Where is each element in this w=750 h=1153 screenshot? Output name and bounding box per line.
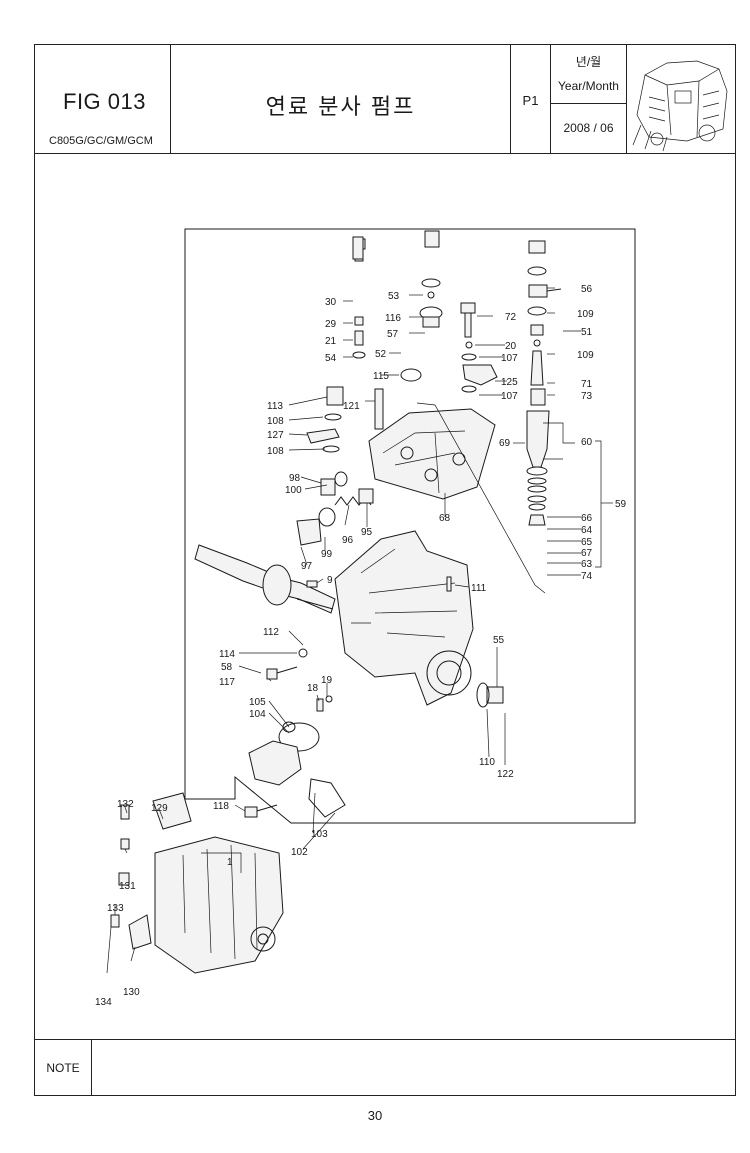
callout-112: 112	[263, 627, 279, 638]
callout-68: 68	[439, 513, 451, 524]
page-frame: FIG 013 C805G/GC/GM/GCM 연료 분사 펌프 P1 년/월 …	[34, 44, 736, 1096]
year-month-cell: 년/월 Year/Month 2008 / 06	[551, 45, 627, 153]
governor-small-parts	[306, 236, 384, 453]
callout-122: 122	[497, 769, 514, 780]
callout-116: 116	[385, 313, 401, 324]
callout-53: 53	[388, 291, 400, 302]
callout-114: 114	[219, 649, 235, 660]
callout-127: 127	[267, 430, 284, 441]
camshaft	[194, 544, 336, 614]
delivery-valve-parts	[526, 240, 562, 526]
callout-96: 96	[342, 535, 354, 546]
callout-labels: 30 29 21 54 53 116 57 52 115 72 20 107 1…	[95, 284, 627, 1008]
callout-107b: 107	[501, 391, 518, 402]
callout-51: 51	[581, 327, 593, 338]
leader-lines	[106, 287, 613, 974]
callout-56: 56	[581, 284, 593, 295]
page-number: 30	[367, 1108, 383, 1123]
callout-130: 130	[123, 987, 140, 998]
year-month-korean: 년/월	[575, 55, 602, 69]
callout-54: 54	[325, 353, 337, 364]
callout-73: 73	[581, 391, 593, 402]
callout-21: 21	[325, 336, 337, 347]
page-tag-cell: P1	[511, 45, 551, 153]
callout-107a: 107	[501, 353, 518, 364]
pump-body	[334, 530, 504, 708]
callout-52: 52	[375, 349, 387, 360]
callout-29: 29	[325, 319, 337, 330]
callout-55: 55	[493, 635, 505, 646]
callout-121: 121	[343, 401, 360, 412]
callout-20: 20	[505, 341, 517, 352]
callout-30: 30	[325, 297, 337, 308]
callout-104: 104	[249, 709, 266, 720]
divider	[551, 103, 626, 104]
callout-129: 129	[151, 803, 168, 814]
page-title: 연료 분사 펌프	[265, 94, 416, 119]
callout-57: 57	[387, 329, 399, 340]
callout-118: 118	[213, 801, 229, 812]
callout-97: 97	[301, 561, 313, 572]
callout-69: 69	[499, 438, 511, 449]
note-row: NOTE	[35, 1039, 735, 1095]
callout-71: 71	[581, 379, 593, 390]
exploded-parts-diagram: 30 29 21 54 53 116 57 52 115 72 20 107 1…	[95, 228, 636, 1008]
callout-72: 72	[505, 312, 517, 323]
callout-105: 105	[249, 697, 266, 708]
callout-1: 1	[227, 857, 233, 868]
page-tag: P1	[522, 93, 539, 108]
callout-108b: 108	[267, 446, 284, 457]
figure-cell: FIG 013 C805G/GC/GM/GCM	[35, 45, 171, 153]
callout-115: 115	[373, 371, 389, 382]
callout-133: 133	[107, 903, 124, 914]
top-fittings	[352, 230, 498, 393]
pump-assembly-small	[110, 792, 284, 974]
diagram-box	[184, 228, 636, 824]
callout-125: 125	[501, 377, 518, 388]
callout-134: 134	[95, 997, 112, 1008]
callout-19: 19	[321, 675, 333, 686]
model-label: C805G/GC/GM/GCM	[49, 135, 153, 147]
callout-117: 117	[219, 677, 235, 688]
callout-63: 63	[581, 559, 593, 570]
callout-108a: 108	[267, 416, 284, 427]
timer-and-gasket	[244, 648, 346, 818]
pump-head-housing	[368, 408, 496, 500]
callout-58: 58	[221, 662, 233, 673]
note-label: NOTE	[35, 1040, 92, 1095]
callout-132: 132	[117, 799, 134, 810]
spring-and-plugs	[296, 471, 374, 546]
figure-label: FIG 013	[63, 89, 146, 114]
callout-113: 113	[267, 401, 283, 412]
callout-100: 100	[285, 485, 302, 496]
callout-109b: 109	[577, 350, 594, 361]
callout-66: 66	[581, 513, 593, 524]
callout-67: 67	[581, 548, 593, 559]
issue-date: 2008 / 06	[563, 121, 614, 135]
combine-harvester-thumbnail	[632, 60, 728, 152]
callout-102: 102	[291, 847, 308, 858]
year-month-english: Year/Month	[558, 79, 619, 93]
callout-109a: 109	[577, 309, 594, 320]
callout-60: 60	[581, 437, 593, 448]
callout-65: 65	[581, 537, 593, 548]
callout-110: 110	[479, 757, 495, 768]
title-block: FIG 013 C805G/GC/GM/GCM 연료 분사 펌프 P1 년/월 …	[35, 45, 735, 154]
callout-95: 95	[361, 527, 373, 538]
callout-9: 9	[327, 575, 333, 586]
callout-99: 99	[321, 549, 333, 560]
callout-111: 111	[471, 583, 487, 594]
callout-18: 18	[307, 683, 319, 694]
callout-98: 98	[289, 473, 301, 484]
callout-59: 59	[615, 499, 627, 510]
callout-74: 74	[581, 571, 593, 582]
callout-64: 64	[581, 525, 593, 536]
title-cell: 연료 분사 펌프	[171, 45, 511, 153]
callout-131: 131	[119, 881, 136, 892]
machine-thumbnail-cell	[627, 45, 735, 153]
callout-103: 103	[311, 829, 328, 840]
